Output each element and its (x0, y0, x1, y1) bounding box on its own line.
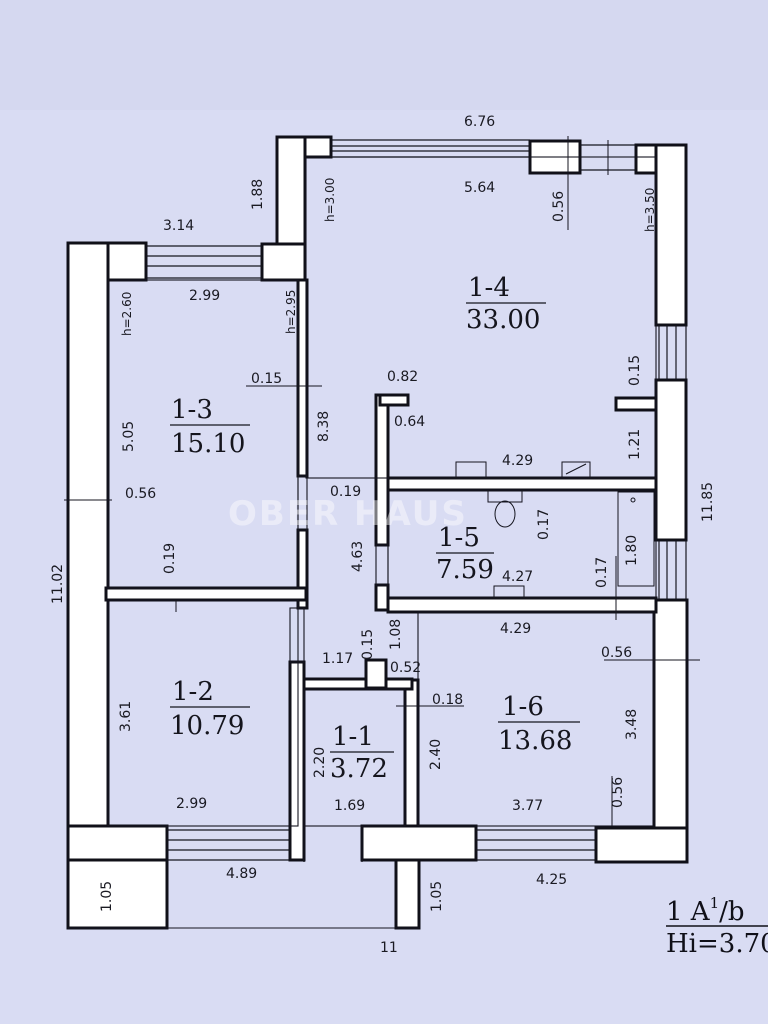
dim-label: h=2.95 (284, 290, 298, 334)
walls (66, 135, 689, 930)
dim-label: 0.19 (330, 484, 361, 500)
windows (146, 139, 687, 862)
dim-label: h=3.50 (643, 188, 657, 232)
dim-label: 0.15 (627, 355, 643, 386)
dim-label: 1.17 (322, 651, 353, 667)
room-1-6-id: 1-6 (502, 692, 544, 722)
dim-label: h=2.60 (120, 292, 134, 336)
dim-label: 11.85 (700, 482, 716, 522)
dim-label: 4.89 (226, 866, 257, 882)
dim-label: 0.15 (360, 629, 376, 660)
dim-label: 0.19 (162, 543, 178, 574)
room-1-3-id: 1-3 (171, 395, 213, 425)
room-labels: 1-3 15.10 1-4 33.00 1-5 7.59 1-2 10.79 1… (170, 273, 580, 784)
room-1-3-area: 15.10 (171, 429, 245, 459)
dimension-lines (64, 136, 700, 929)
dim-label: 8.38 (316, 411, 332, 442)
dim-label: 2.99 (176, 796, 207, 812)
dim-label: 0.56 (610, 777, 626, 808)
dim-label: 3.48 (624, 709, 640, 740)
dim-label: 1.21 (627, 429, 643, 460)
dim-label: 1.69 (334, 798, 365, 814)
dim-label: 1.05 (99, 881, 115, 912)
dim-label: 4.25 (536, 872, 567, 888)
dim-label: 0.17 (536, 509, 552, 540)
reference-superscript: 1 (710, 894, 720, 912)
dim-label: 4.29 (502, 453, 533, 469)
dim-label: 0.56 (601, 645, 632, 661)
dim-label: 5.64 (464, 180, 495, 196)
dim-label: 4.29 (500, 621, 531, 637)
room-1-2-id: 1-2 (172, 677, 214, 707)
reference-line-1: 1 A1/b (666, 894, 745, 927)
room-1-4-area: 33.00 (466, 305, 540, 335)
dim-label: 0.82 (387, 369, 418, 385)
room-1-6-area: 13.68 (498, 726, 572, 756)
fixtures (455, 461, 655, 599)
reference-suffix: /b (719, 897, 744, 927)
dim-label: 3.77 (512, 798, 543, 814)
watermark: OBER HAUS (228, 494, 468, 534)
room-1-1-area: 3.72 (330, 754, 388, 784)
dim-label: 2.99 (189, 288, 220, 304)
dim-label: 1.05 (429, 881, 445, 912)
reference-line-2: Hi=3.70 (666, 929, 768, 959)
dim-label: 2.20 (312, 747, 328, 778)
dim-label: 6.76 (464, 114, 495, 130)
dim-label: 4.27 (502, 569, 533, 585)
dim-label: 2.40 (428, 739, 444, 770)
dim-label: 0.52 (390, 660, 421, 676)
dim-label: 1.88 (250, 179, 266, 210)
room-1-5-area: 7.59 (436, 555, 494, 585)
dim-label: 5.05 (121, 421, 137, 452)
dim-label: 11.02 (50, 564, 66, 604)
room-1-1-id: 1-1 (332, 722, 374, 752)
room-1-2-area: 10.79 (170, 711, 244, 741)
dim-label: 0.17 (594, 557, 610, 588)
plan-reference: 1 A1/b Hi=3.70 (666, 894, 768, 959)
dim-label: 0.56 (551, 191, 567, 222)
dim-label: 1.08 (388, 619, 404, 650)
dim-label: 1.80 (624, 535, 640, 566)
dimension-labels: 6.76 5.64 0.56 1.88 h=3.00 h=3.50 3.14 2… (50, 114, 716, 956)
reference-prefix: 1 A (666, 897, 711, 927)
dim-label: 0.64 (394, 414, 425, 430)
dim-label: 11 (380, 940, 398, 956)
room-1-4-id: 1-4 (468, 273, 510, 303)
dim-label: 0.15 (251, 371, 282, 387)
dim-label: 3.14 (163, 218, 194, 234)
dim-label: 0.56 (125, 486, 156, 502)
dim-label: h=3.00 (323, 178, 337, 222)
dim-label: 0.18 (432, 692, 463, 708)
dim-label: 4.63 (350, 541, 366, 572)
room-1-5-id: 1-5 (438, 523, 480, 553)
dim-label: 3.61 (118, 701, 134, 732)
